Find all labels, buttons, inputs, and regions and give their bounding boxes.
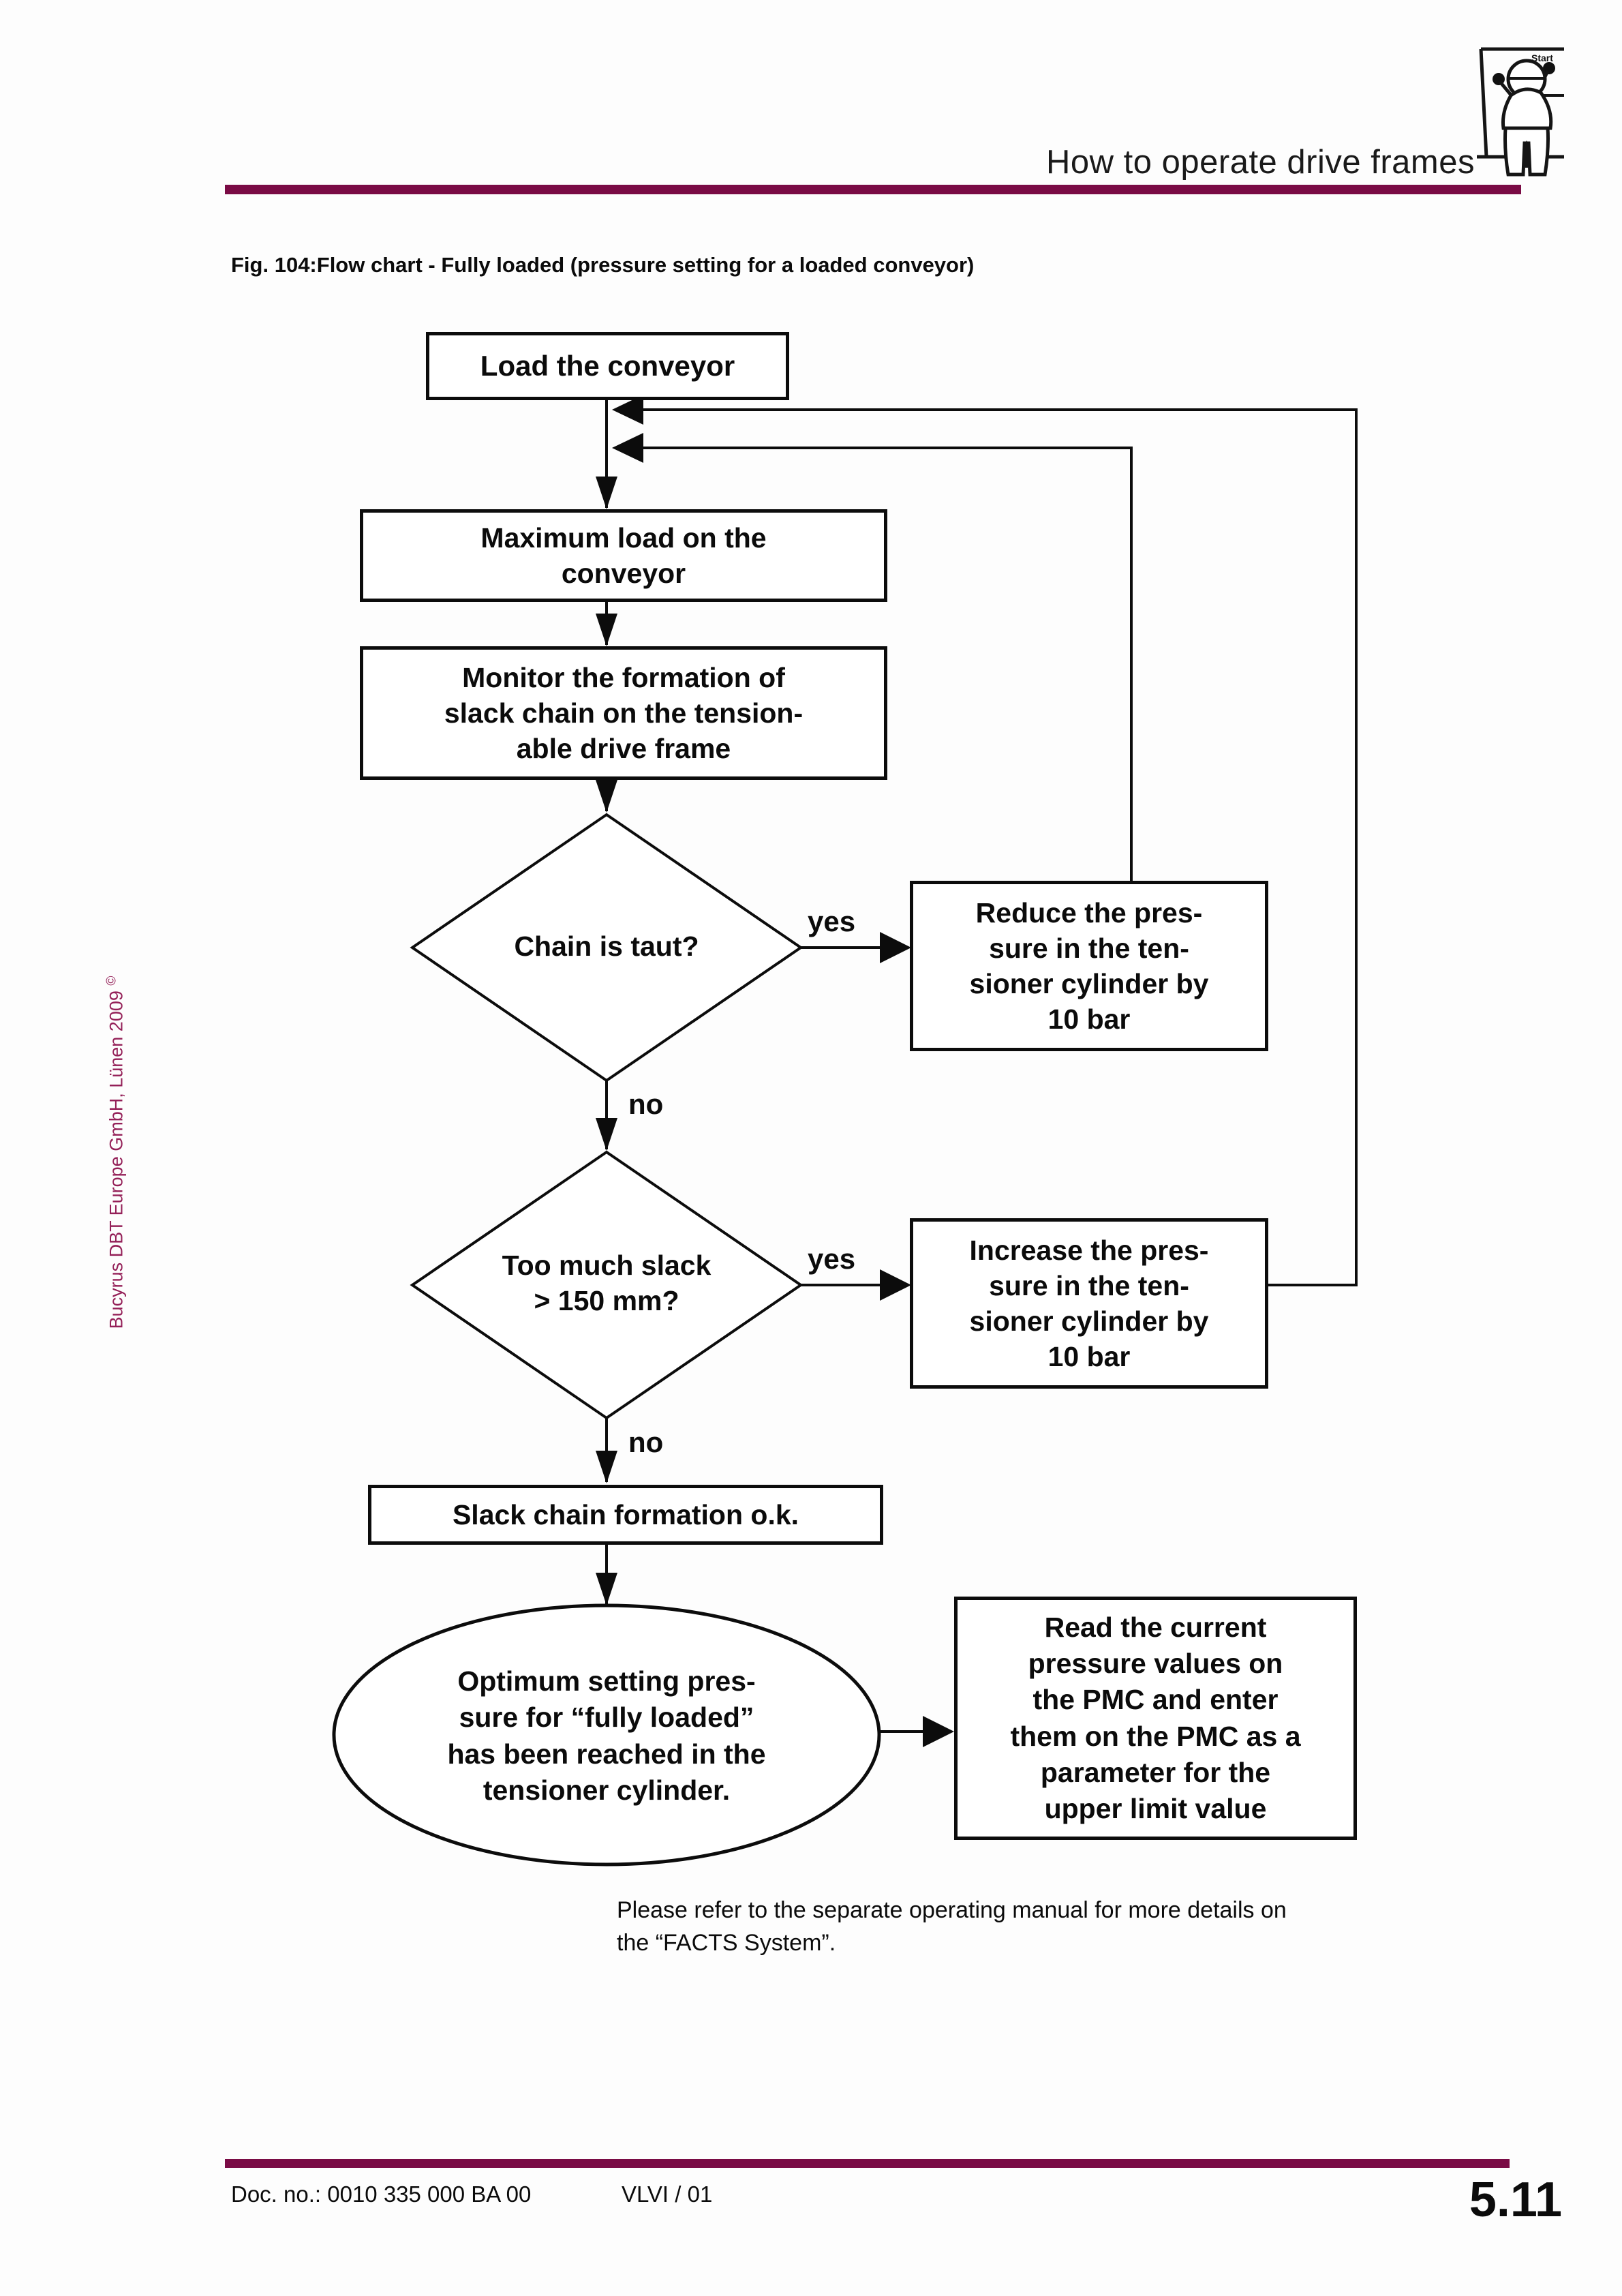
copyright-symbol: ©: [104, 976, 119, 986]
decision1-label: Chain is taut?: [514, 931, 699, 962]
label-no-decision2: no: [628, 1426, 664, 1458]
arrowhead-into-decision2: [596, 1118, 617, 1151]
arrowhead-into-ellipse: [596, 1573, 617, 1605]
node-slack-ok: Slack chain formation o.k.: [368, 1485, 883, 1545]
node-reduce-line2: sure in the ten-: [989, 932, 1189, 964]
node-read-line6: upper limit value: [1044, 1793, 1267, 1825]
operator-start-icon: Start: [1477, 47, 1564, 177]
node-monitor-slack-line1: Monitor the formation of: [462, 661, 785, 693]
figure-caption: Fig. 104:Flow chart - Fully loaded (pres…: [231, 253, 975, 277]
feedback-increase-loop: [641, 408, 1358, 1286]
node-load-conveyor-label: Load the conveyor: [480, 350, 735, 382]
label-yes-decision2: yes: [808, 1243, 856, 1275]
decision1-diamond: [410, 813, 804, 1083]
torso: [1501, 87, 1553, 130]
node-read-line4: them on the PMC as a: [1010, 1720, 1301, 1752]
arrowhead-into-increase: [880, 1269, 911, 1301]
node-reduce-pressure: Reduce the pres- sure in the ten- sioner…: [910, 881, 1268, 1051]
node-read-line3: the PMC and enter: [1032, 1684, 1279, 1716]
node-read-line1: Read the current: [1044, 1611, 1267, 1643]
ellipse-label: Optimum setting pres- sure for “fully lo…: [402, 1663, 811, 1809]
label-yes-decision1: yes: [808, 905, 856, 937]
node-monitor-slack-line3: able drive frame: [516, 733, 731, 765]
decision2-label: Too much slack > 150 mm?: [436, 1248, 777, 1319]
node-reduce-line3: sioner cylinder by: [969, 968, 1209, 999]
feedback-reduce-loop: [641, 447, 1133, 881]
footer-revision-code: VLVI / 01: [622, 2181, 713, 2207]
node-increase-line3: sioner cylinder by: [969, 1305, 1209, 1337]
arrowhead-into-read: [923, 1716, 954, 1747]
decision2-line1: Too much slack: [502, 1250, 711, 1281]
back-arrow-head: [1522, 140, 1531, 150]
facts-note-line1: Please refer to the separate operating m…: [617, 1897, 1287, 1923]
arrowhead-into-reduce: [880, 932, 911, 963]
label-no-decision1: no: [628, 1088, 664, 1120]
node-increase-line2: sure in the ten-: [989, 1269, 1189, 1301]
decision2-line2: > 150 mm?: [534, 1285, 679, 1317]
header-rule: [225, 185, 1521, 194]
node-monitor-slack-line2: slack chain on the tension-: [444, 697, 804, 729]
copyright-text: Bucyrus DBT Europe GmbH, Lünen 2009: [106, 991, 127, 1329]
copyright-sidebar: Bucyrus DBT Europe GmbH, Lünen 2009 ©: [105, 914, 127, 1391]
arrowhead-into-monitor: [596, 614, 617, 646]
facts-note: Please refer to the separate operating m…: [617, 1894, 1287, 1959]
node-monitor-slack: Monitor the formation of slack chain on …: [360, 646, 887, 780]
node-read-pmc: Read the current pressure values on the …: [954, 1597, 1357, 1840]
ellipse-line1: Optimum setting pres-: [457, 1665, 756, 1697]
node-increase-line4: 10 bar: [1047, 1341, 1131, 1373]
node-read-line2: pressure values on: [1028, 1647, 1283, 1679]
ellipse-line2: sure for “fully loaded”: [459, 1702, 754, 1734]
footer-doc-number: Doc. no.: 0010 335 000 BA 00: [231, 2181, 532, 2207]
node-read-line5: parameter for the: [1040, 1756, 1271, 1788]
arrowhead-feedback-outer: [612, 395, 643, 425]
decision2-diamond: [410, 1150, 804, 1420]
node-reduce-line4: 10 bar: [1047, 1003, 1131, 1036]
legs: [1503, 126, 1550, 177]
facts-note-line2: the “FACTS System”.: [617, 1930, 836, 1956]
node-increase-pressure: Increase the pres- sure in the ten- sion…: [910, 1218, 1268, 1389]
node-reduce-line1: Reduce the pres-: [975, 896, 1203, 928]
node-maximum-load-line2: conveyor: [561, 558, 686, 589]
page-title: How to operate drive frames: [1046, 144, 1475, 181]
ellipse-line4: tensioner cylinder.: [483, 1774, 731, 1806]
panel-frame-left: [1479, 48, 1488, 157]
node-maximum-load-line1: Maximum load on the: [480, 522, 767, 554]
arrowhead-into-decision1: [596, 780, 617, 813]
result-ellipse: [332, 1603, 881, 1867]
arrowhead-into-slack: [596, 1451, 617, 1483]
page-number: 5.11: [1469, 2173, 1562, 2227]
node-increase-line1: Increase the pres-: [969, 1234, 1209, 1266]
arrowhead-feedback-inner: [612, 433, 643, 463]
ellipse-line3: has been reached in the: [447, 1738, 766, 1770]
node-slack-ok-label: Slack chain formation o.k.: [452, 1498, 799, 1530]
arrowhead-into-max: [596, 477, 617, 509]
start-label: Start: [1531, 52, 1553, 63]
node-maximum-load: Maximum load on the conveyor: [360, 509, 887, 602]
footer-rule: [225, 2159, 1510, 2168]
node-load-conveyor: Load the conveyor: [426, 332, 789, 400]
